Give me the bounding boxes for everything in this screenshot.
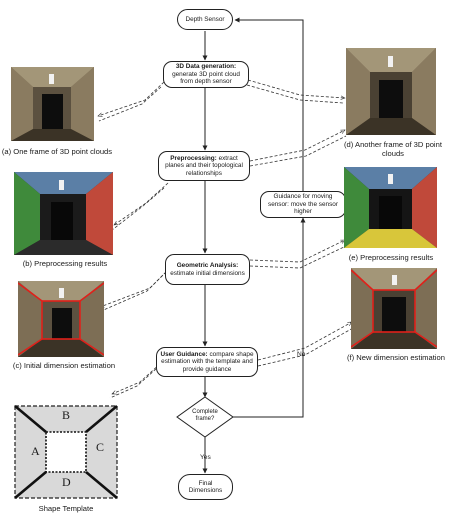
caption-a: (a) One frame of 3D point clouds [1,147,113,156]
yes-label: Yes [200,454,211,461]
final-dimensions-node: Final Dimensions [178,474,233,500]
data-generation-title: 3D Data generation: [175,63,237,71]
preprocessing-title: Preprocessing: [170,154,217,162]
caption-template: Shape Template [38,504,94,513]
preprocessing-node: Preprocessing: extract planes and their … [158,151,250,181]
data-generation-desc: generate 3D point cloud from depth senso… [172,70,240,86]
caption-c: (c) Initial dimension estimation [12,361,116,370]
preprocessing-result-e [344,167,437,248]
geometric-analysis-desc: estimate initial dimensions [170,269,245,277]
preprocessing-desc: extract planes and their topological rel… [165,154,243,177]
point-cloud-frame-d [346,48,436,135]
image-link-arrows [98,79,354,399]
caption-b: (b) Preprocessing results [22,259,108,268]
initial-dimension-estimate-c [18,281,104,357]
data-generation-node: 3D Data generation: generate 3D point cl… [163,61,249,88]
point-cloud-frame-a [11,67,94,141]
template-letter-b: B [62,408,71,422]
new-dimension-estimate-f [351,268,437,349]
caption-e: (e) Preprocessing results [348,253,434,262]
caption-d: (d) Another frame of 3D point clouds [344,140,442,158]
user-guidance-desc: compare shape estimation with the templa… [161,350,254,373]
template-letter-d: D [62,475,71,489]
guidance-text: Guidance for moving sensor: move the sen… [268,193,338,216]
shape-template [14,405,118,499]
template-letter-c: C [96,440,105,454]
caption-f: (f) New dimension estimation [347,353,445,362]
template-letter-a: A [31,444,40,458]
main-flow-arrows [202,17,306,474]
geometric-analysis-node: Geometric Analysis: estimate initial dim… [165,254,250,285]
complete-frame-label: Complete frame? [192,409,218,422]
final-dimensions-label: Final Dimensions [188,479,223,494]
preprocessing-result-b [14,172,113,255]
no-label: No [297,351,306,358]
guidance-node: Guidance for moving sensor: move the sen… [260,191,346,218]
depth-sensor-label: Depth Sensor [185,15,225,23]
user-guidance-node: User Guidance: compare shape estimation … [156,347,258,377]
depth-sensor-node: Depth Sensor [177,9,233,30]
user-guidance-title: User Guidance: [160,350,208,358]
complete-frame-decision [176,396,234,438]
geometric-analysis-title: Geometric Analysis: [176,262,239,270]
